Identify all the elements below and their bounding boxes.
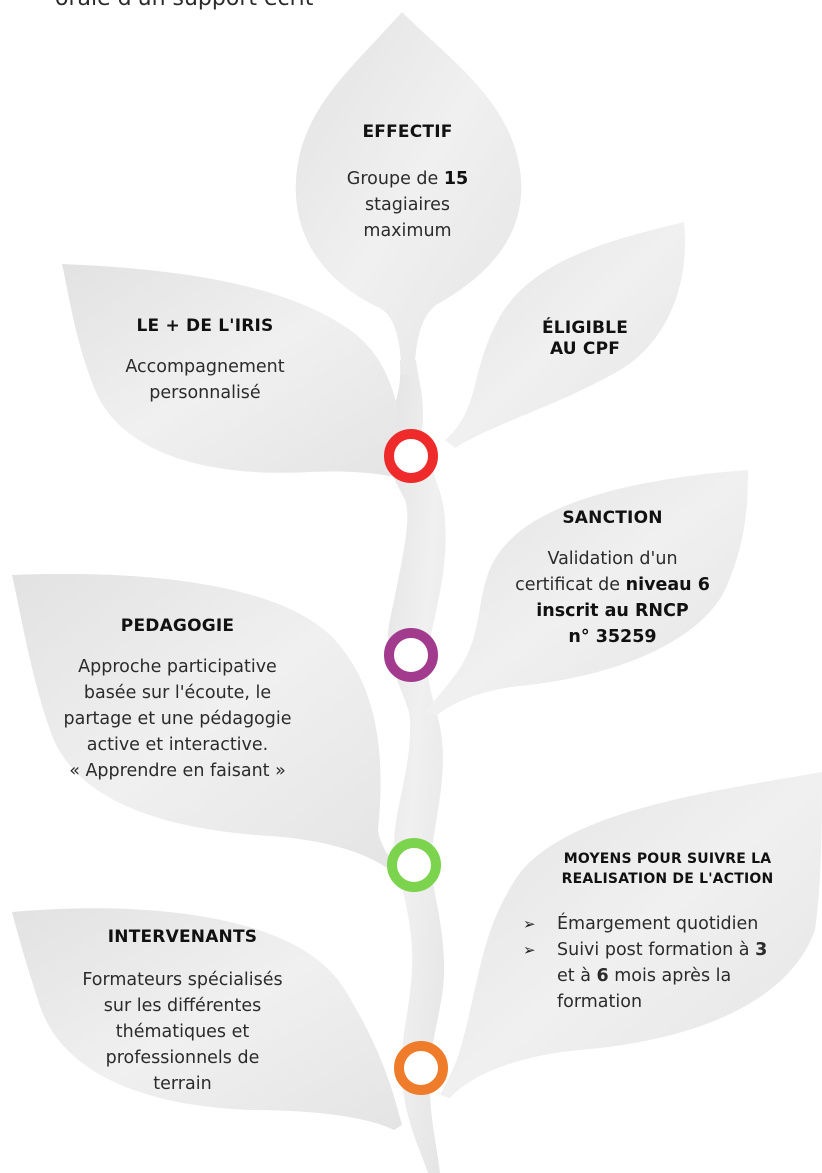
list-item: ➢ Émargement quotidien [515,911,820,937]
leaf-eligible [445,222,686,448]
pedagogie-text: Approche participative basée sur l'écout… [63,657,292,781]
moyens-list: ➢ Émargement quotidien ➢ Suivi post form… [515,911,820,1015]
pedagogie-block: PEDAGOGIE Approche participative basée s… [30,616,325,784]
arrow-bullet-icon: ➢ [523,941,536,959]
arrow-bullet-icon: ➢ [523,915,536,933]
sanction-block: SANCTION Validation d'un certificat de n… [490,508,735,650]
leaf-effectif [295,12,522,375]
ring-orange [394,1041,448,1095]
list-item: ➢ Suivi post formation à 3 et à 6 mois a… [515,937,820,1015]
eligible-title: ÉLIGIBLE AU CPF [541,318,629,359]
stem [383,360,446,1173]
ring-purple [384,628,438,682]
effectif-title: EFFECTIF [362,122,453,142]
effectif-block: EFFECTIF Groupe de 15 stagiaires maximum [315,122,500,244]
ring-green [387,838,441,892]
plus-iris-block: LE + DE L'IRIS Accompagnement personnali… [95,316,315,406]
plus-iris-title: LE + DE L'IRIS [136,316,274,336]
intervenants-text: Formateurs spécialisés sur les différent… [82,970,283,1094]
effectif-text: Groupe de 15 stagiaires maximum [346,169,469,241]
intervenants-title: INTERVENANTS [107,927,258,947]
pedagogie-title: PEDAGOGIE [120,616,235,636]
leaf-pedagogie [12,573,398,870]
leaf-sanction [425,470,748,716]
leaf-moyens [440,772,822,1098]
intervenants-block: INTERVENANTS Formateurs spécialisés sur … [60,927,305,1097]
plus-iris-text: Accompagnement personnalisé [125,357,285,403]
leaf-plus-iris [62,264,402,478]
leaf-intervenants [12,908,402,1130]
sanction-text: Validation d'un certificat de niveau 6 i… [515,549,710,647]
moyens-block: MOYENS POUR SUIVRE LA REALISATION DE L'A… [515,849,820,1015]
sanction-title: SANCTION [562,508,663,528]
eligible-block: ÉLIGIBLE AU CPF [520,318,650,360]
moyens-title: MOYENS POUR SUIVRE LA REALISATION DE L'A… [561,851,774,887]
ring-red [384,429,438,483]
header-text: orale d'un support écrit [55,0,313,11]
